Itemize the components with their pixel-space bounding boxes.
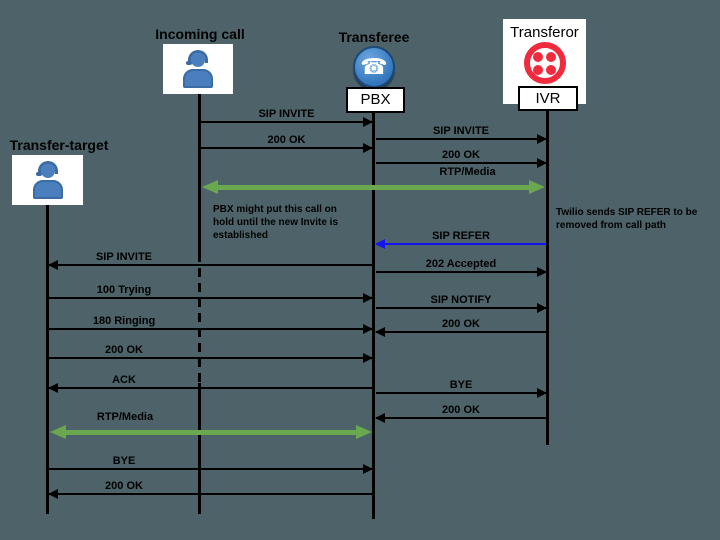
green-arrowhead-right-icon [529, 180, 545, 194]
message-200ok-to-pbx: 200 OK [201, 134, 373, 153]
arrowhead-left-icon [48, 489, 58, 499]
arrowhead-left-icon [375, 327, 385, 337]
phone-icon: ☎ [353, 46, 395, 88]
message-label: SIP INVITE [95, 251, 153, 263]
arrowhead-right-icon [363, 353, 373, 363]
arrowhead-right-icon [363, 324, 373, 334]
media-rtp-target-pbx: RTP/Media [50, 411, 372, 439]
message-label: 200 OK [105, 480, 143, 492]
message-180-ringing: 180 Ringing [49, 315, 373, 334]
message-label: BYE [449, 379, 473, 391]
message-label: SIP INVITE [258, 108, 315, 120]
green-media-bar [215, 185, 532, 190]
message-label: 200 OK [442, 149, 480, 161]
message-label: RTP/Media [96, 411, 154, 423]
message-label: 100 Trying [96, 284, 152, 296]
arrowhead-left-icon [48, 260, 58, 270]
message-200ok-to-ivr: 200 OK [376, 149, 547, 168]
arrowhead-left-icon [48, 383, 58, 393]
lifeline-incoming-call-solid-bottom [198, 383, 201, 514]
actor-label-transfer-target: Transfer-target [9, 137, 109, 153]
arrowhead-left-icon [375, 413, 385, 423]
actor-card-incoming-call [163, 44, 233, 94]
node-box-pbx: PBX [346, 87, 405, 113]
actor-label-transferor: Transferor [510, 24, 579, 41]
green-media-bar [63, 430, 359, 435]
green-arrowhead-left-icon [202, 180, 218, 194]
message-label: 200 OK [442, 404, 480, 416]
arrowhead-right-icon [363, 117, 373, 127]
message-sip-refer: SIP REFER [375, 230, 546, 249]
message-label: 200 OK [442, 318, 480, 330]
message-ack: ACK [48, 374, 372, 393]
message-200ok-from-ivr: 200 OK [375, 318, 546, 337]
message-label: SIP NOTIFY [430, 294, 492, 306]
lifeline-ivr [546, 107, 549, 445]
headset-person-icon [178, 48, 218, 90]
message-label: 200 OK [105, 344, 143, 356]
headset-person-icon [28, 159, 68, 201]
twilio-logo-icon [523, 42, 566, 84]
message-sip-invite-to-ivr: SIP INVITE [376, 125, 547, 144]
lifeline-pbx [372, 109, 375, 519]
note-pbx-hold: PBX might put this call on hold until th… [213, 204, 339, 241]
message-label: 200 OK [267, 134, 306, 146]
message-label: SIP REFER [432, 230, 490, 242]
arrowhead-right-icon [537, 134, 547, 144]
arrowhead-right-icon [537, 303, 547, 313]
media-rtp-incoming-ivr: RTP/Media [202, 166, 545, 194]
actor-card-transfer-target [12, 155, 83, 205]
message-label: RTP/Media [439, 166, 496, 178]
message-label: ACK [112, 374, 136, 386]
message-label: SIP INVITE [432, 125, 490, 137]
message-label: BYE [112, 455, 136, 467]
message-200ok-from-ivr-2: 200 OK [375, 404, 546, 423]
message-label: 202 Accepted [425, 258, 497, 270]
message-bye-from-target: BYE [49, 455, 373, 474]
lifeline-incoming-call-dashed [198, 253, 201, 383]
message-label: 180 Ringing [92, 315, 156, 327]
arrowhead-right-icon [363, 293, 373, 303]
arrowhead-right-icon [363, 143, 373, 153]
green-arrowhead-left-icon [50, 425, 66, 439]
arrowhead-right-icon [363, 464, 373, 474]
arrowhead-right-icon [537, 158, 547, 168]
green-arrowhead-right-icon [356, 425, 372, 439]
message-200ok-to-target: 200 OK [48, 480, 372, 499]
actor-label-transferee: Transferee [338, 29, 410, 45]
arrowhead-right-icon [537, 267, 547, 277]
message-200ok-from-target: 200 OK [49, 344, 373, 363]
message-202-accepted: 202 Accepted [376, 258, 547, 277]
message-bye-to-ivr: BYE [376, 379, 547, 398]
message-sip-notify: SIP NOTIFY [376, 294, 547, 313]
lifeline-transfer-target [46, 205, 49, 514]
note-twilio-refer: Twilio sends SIP REFER to be removed fro… [556, 207, 698, 231]
actor-label-incoming-call: Incoming call [155, 26, 245, 42]
arrowhead-left-icon [375, 239, 385, 249]
message-100-trying: 100 Trying [49, 284, 373, 303]
message-sip-invite-to-target: SIP INVITE [48, 251, 372, 270]
message-sip-invite-to-pbx: SIP INVITE [201, 108, 373, 127]
arrowhead-right-icon [537, 388, 547, 398]
lifeline-incoming-call-solid-top [198, 94, 201, 253]
node-box-ivr: IVR [518, 86, 578, 111]
